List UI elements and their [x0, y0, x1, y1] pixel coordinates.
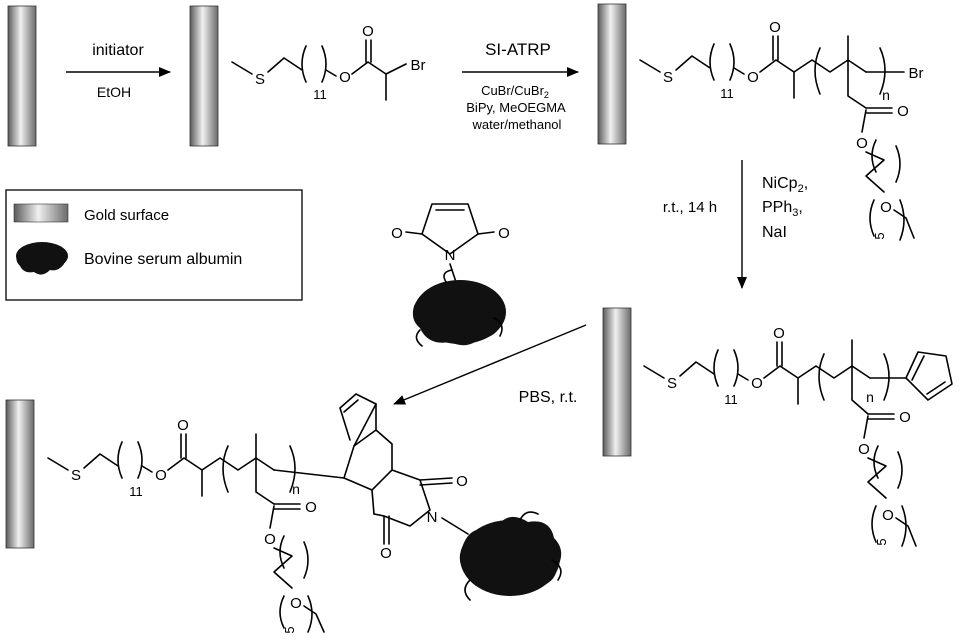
svg-text:11: 11: [313, 87, 327, 102]
svg-text:O: O: [773, 325, 785, 342]
svg-text:11: 11: [129, 484, 143, 499]
step1-solvent: EtOH: [97, 84, 131, 100]
step2-solvent: water/methanol: [472, 117, 562, 132]
svg-text:11: 11: [720, 86, 734, 101]
polymer-brush-br: S 11 O O n Br O O O 5: [639, 19, 924, 241]
step3-reagent-pph3: PPh3,: [762, 199, 803, 219]
final-product-conjugate: S 11 O O n O O O 5: [47, 393, 562, 634]
svg-text:O: O: [856, 135, 868, 152]
svg-text:S: S: [71, 467, 81, 484]
svg-text:n: n: [866, 389, 874, 405]
svg-text:n: n: [292, 481, 300, 497]
svg-text:O: O: [899, 409, 911, 426]
svg-text:O: O: [880, 199, 892, 216]
gold-surface-4: [602, 307, 632, 457]
sulfur-atom: S: [255, 71, 265, 88]
maleimide-bsa: O O N: [391, 203, 510, 347]
legend: Gold surface Bovine serum albumin: [5, 189, 303, 301]
svg-text:5: 5: [872, 232, 887, 239]
step1-reagent: initiator: [92, 42, 144, 59]
svg-text:O: O: [456, 473, 468, 490]
step4-conditions: PBS, r.t.: [519, 389, 578, 406]
svg-text:11: 11: [724, 392, 738, 407]
bsa-protein-2: [459, 511, 562, 601]
svg-text:N: N: [427, 509, 438, 526]
step2-catalyst: CuBr/CuBr2: [481, 83, 549, 100]
svg-text:O: O: [498, 225, 510, 242]
step3-reagent-nicp2: NiCp2,: [762, 175, 808, 195]
svg-text:5: 5: [282, 626, 297, 633]
legend-protein-icon: [16, 242, 68, 275]
svg-text:n: n: [882, 87, 890, 103]
svg-text:O: O: [747, 69, 759, 86]
svg-text:O: O: [882, 507, 894, 524]
svg-text:S: S: [663, 69, 673, 86]
gold-surface-2: [189, 5, 219, 147]
svg-text:Br: Br: [411, 57, 426, 74]
step3-conditions: r.t., 14 h: [663, 199, 717, 216]
svg-text:N: N: [445, 247, 456, 264]
step2-method: SI-ATRP: [485, 40, 551, 59]
svg-text:O: O: [769, 19, 781, 36]
svg-text:O: O: [858, 441, 870, 458]
bsa-protein-1: [412, 269, 506, 347]
svg-text:S: S: [667, 375, 677, 392]
svg-text:Br: Br: [909, 65, 924, 82]
step2-ligand-monomer: BiPy, MeOEGMA: [466, 100, 566, 115]
svg-text:O: O: [339, 69, 351, 86]
svg-text:O: O: [751, 375, 763, 392]
legend-gold-label: Gold surface: [84, 207, 169, 224]
gold-surface-1: [7, 5, 37, 147]
svg-text:O: O: [290, 595, 302, 612]
gold-surface-3: [597, 3, 627, 145]
svg-text:O: O: [362, 23, 374, 40]
reaction-arrow-4: [393, 324, 587, 405]
svg-text:O: O: [305, 499, 317, 516]
initiator-monolayer: S 11 O O Br: [231, 23, 426, 102]
step3-reagent-nai: NaI: [762, 224, 787, 241]
legend-protein-label: Bovine serum albumin: [84, 251, 242, 268]
gold-surface-5: [5, 399, 35, 549]
svg-text:O: O: [177, 417, 189, 434]
svg-text:O: O: [155, 467, 167, 484]
svg-text:O: O: [380, 545, 392, 562]
svg-text:O: O: [391, 225, 403, 242]
svg-text:5: 5: [874, 538, 889, 545]
svg-text:O: O: [264, 531, 276, 548]
polymer-brush-cp: S 11 O O n O O O 5: [643, 325, 953, 547]
svg-text:O: O: [897, 103, 909, 120]
legend-gold-swatch: [13, 203, 69, 223]
